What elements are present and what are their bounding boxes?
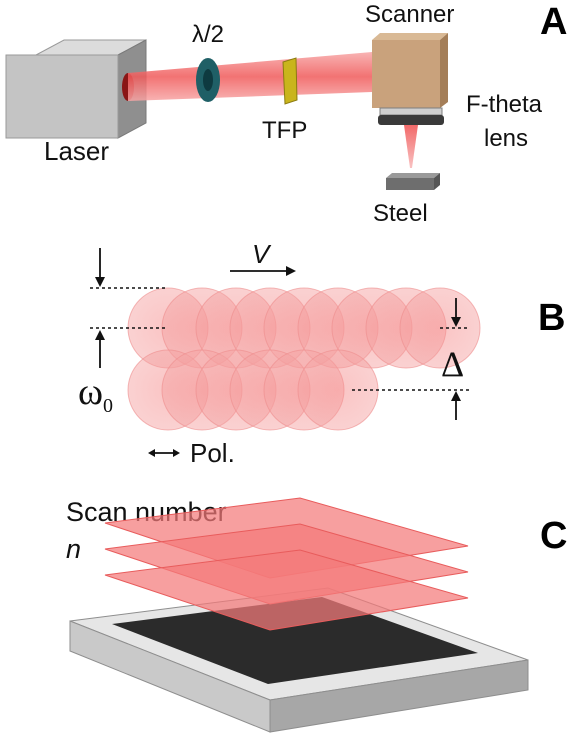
half-wave-plate xyxy=(196,58,220,102)
spot-row-2 xyxy=(127,349,379,431)
steel-label: Steel xyxy=(373,200,428,227)
ftheta-label-line1: F-theta xyxy=(466,91,543,118)
f-theta-lens xyxy=(378,107,444,125)
polarization-label: Pol. xyxy=(190,438,235,468)
laser-box xyxy=(5,39,147,139)
tfp-label: TFP xyxy=(262,117,307,144)
scanner-label: Scanner xyxy=(365,1,454,28)
scan-number-symbol: n xyxy=(66,534,81,564)
sample-base xyxy=(69,587,529,733)
scan-layer-3 xyxy=(104,549,469,631)
steel-sample xyxy=(386,173,440,190)
thin-film-polarizer xyxy=(282,57,298,105)
ftheta-label-line2: lens xyxy=(484,125,528,152)
waist-label: ω0 xyxy=(78,371,113,417)
spot-row-1 xyxy=(127,287,481,369)
half-wave-label: λ/2 xyxy=(192,21,224,48)
laser-label: Laser xyxy=(44,136,109,166)
scan-layers xyxy=(104,497,469,631)
focused-beam xyxy=(404,125,418,168)
panel-c: C Scan number n xyxy=(66,497,567,733)
laser-beam xyxy=(128,52,372,101)
scanner-box xyxy=(372,33,448,108)
steel-surface xyxy=(112,597,478,684)
velocity-label: V xyxy=(252,239,272,269)
panel-letter-b: B xyxy=(538,297,565,339)
hatch-label: Δ xyxy=(441,344,464,384)
waist-subscript: 0 xyxy=(103,395,113,417)
panel-b: B V ω0 Δ Pol. xyxy=(78,239,565,468)
panel-letter-a: A xyxy=(540,1,567,43)
panel-a: A Laser λ/2 TFP Scanner xyxy=(5,1,567,227)
panel-letter-c: C xyxy=(540,515,567,557)
